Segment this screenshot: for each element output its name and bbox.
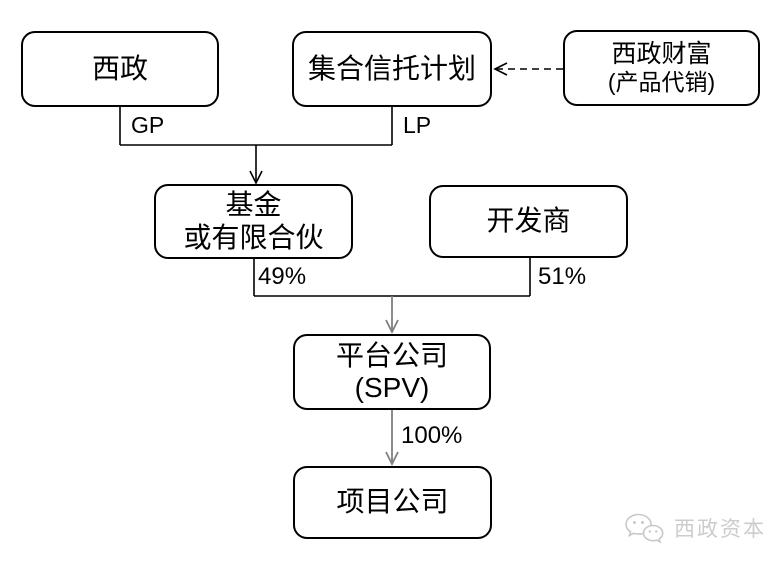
edge-junction-spv-arrow: [385, 296, 399, 335]
node-xizheng-wealth-label-line1: 西政财富: [611, 40, 712, 69]
node-fund-label-line2: 或有限合伙: [183, 221, 324, 253]
node-fund-label-line1: 基金: [225, 189, 282, 221]
node-trust-plan-label: 集合信托计划: [307, 52, 476, 84]
node-xizheng-label: 西政: [91, 52, 148, 84]
wechat-icon: [625, 513, 664, 544]
edge-label-lp: LP: [403, 112, 432, 138]
edge-label-fund-share: 49%: [258, 263, 307, 290]
node-project-company: 项目公司: [293, 466, 492, 539]
node-xizheng-wealth: 西政财富 (产品代销): [563, 30, 760, 106]
node-platform-spv: 平台公司 (SPV): [293, 334, 491, 410]
brand-watermark-text: 西政资本: [674, 517, 766, 541]
node-trust-plan: 集合信托计划: [292, 31, 492, 107]
node-fund-or-lp: 基金 或有限合伙: [154, 184, 353, 259]
node-xizheng-wealth-label-line2: (产品代销): [607, 69, 716, 96]
edge-label-developer-share: 51%: [538, 263, 587, 290]
node-developer: 开发商: [429, 185, 628, 258]
edge-label-spv-share: 100%: [401, 422, 463, 449]
node-platform-spv-label-line2: (SPV): [354, 372, 430, 403]
edge-wealth-trust-dashed-arrow: [493, 62, 563, 76]
edge-junction-fund-arrow: [249, 145, 263, 185]
edge-label-gp: GP: [131, 112, 165, 138]
node-project-company-label: 项目公司: [336, 486, 449, 518]
node-platform-spv-label-line1: 平台公司: [335, 339, 448, 371]
brand-watermark: 西政资本: [623, 512, 766, 546]
node-xizheng: 西政: [21, 31, 219, 107]
node-developer-label: 开发商: [486, 205, 571, 237]
edge-spv-project-arrow: [385, 410, 399, 467]
